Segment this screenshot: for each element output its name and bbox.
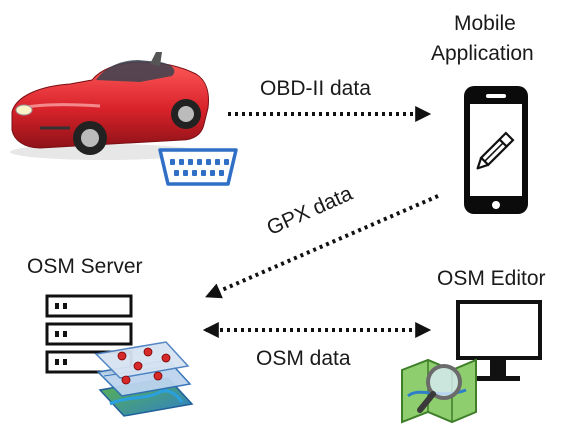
car-icon xyxy=(10,52,209,160)
server-icon xyxy=(45,294,133,374)
map-layers-icon xyxy=(94,341,194,417)
osm-editor-label: OSM Editor xyxy=(437,267,546,290)
obd-connector-icon xyxy=(158,148,238,186)
edge-label-osm: OSM data xyxy=(256,347,351,370)
mobile-label-line1: Mobile xyxy=(454,12,516,35)
pencil-icon xyxy=(476,131,515,170)
mobile-label-line2: Application xyxy=(431,42,534,65)
monitor-icon xyxy=(456,300,542,381)
edge-label-obd: OBD-II data xyxy=(260,77,371,100)
osm-server-label: OSM Server xyxy=(27,255,143,278)
map-magnifier-icon xyxy=(401,358,477,424)
